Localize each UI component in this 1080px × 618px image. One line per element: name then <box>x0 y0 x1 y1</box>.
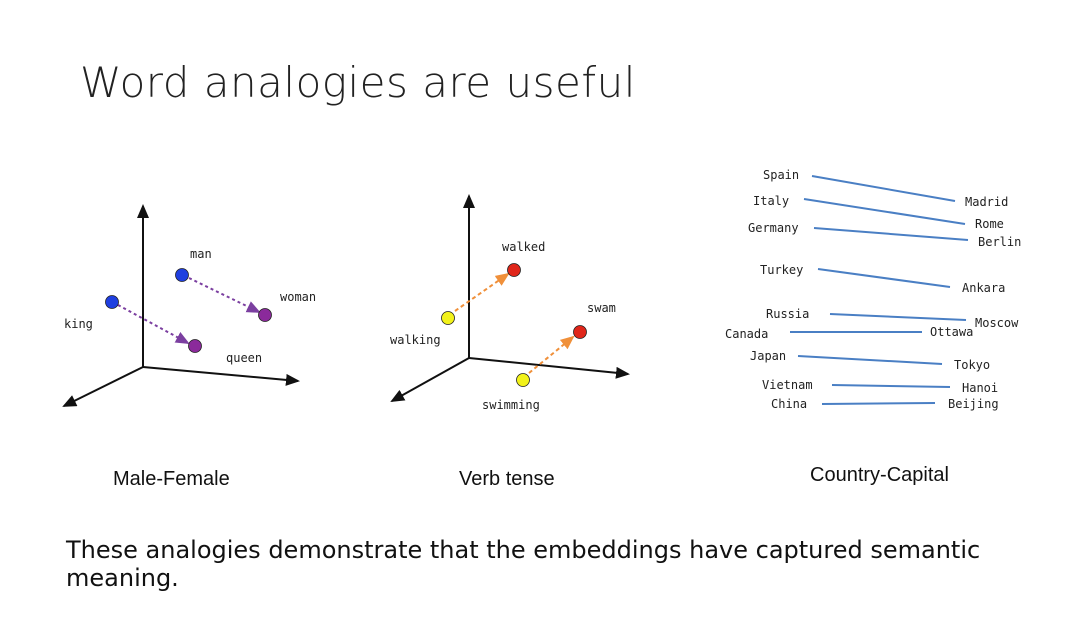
swam-label: swam <box>587 301 616 315</box>
swam-dot <box>573 325 587 339</box>
walked-dot <box>507 263 521 277</box>
russia-moscow-line <box>829 313 967 321</box>
capital-rome: Rome <box>975 217 1004 231</box>
vt-axis-x <box>468 357 630 379</box>
slide-title: Word analogies are useful <box>80 58 636 107</box>
swimming-label: swimming <box>482 398 540 412</box>
spain-madrid-line <box>811 175 956 202</box>
caption-country-capital: Country-Capital <box>810 464 949 486</box>
man-label: man <box>190 247 212 261</box>
king-label: king <box>64 317 93 331</box>
walking-dot <box>441 311 455 325</box>
capital-hanoi: Hanoi <box>962 381 998 395</box>
walked-label: walked <box>502 240 545 254</box>
walking-label: walking <box>390 333 441 347</box>
queen-label: queen <box>226 351 262 365</box>
woman-dot <box>258 308 272 322</box>
male-female-diagram: man woman king queen <box>62 204 316 407</box>
mf-axis-x <box>142 366 300 386</box>
king-queen-arrow <box>117 304 190 344</box>
germany-berlin-line <box>813 227 969 241</box>
caption-male-female: Male-Female <box>113 468 230 490</box>
queen-dot <box>188 339 202 353</box>
country-japan: Japan <box>750 349 786 363</box>
japan-tokyo-line <box>797 355 943 365</box>
country-turkey: Turkey <box>760 263 803 277</box>
country-spain: Spain <box>763 168 799 182</box>
woman-label: woman <box>280 290 316 304</box>
king-dot <box>105 295 119 309</box>
china-beijing-line <box>821 402 936 405</box>
country-vietnam: Vietnam <box>762 378 813 392</box>
capital-ankara: Ankara <box>962 281 1005 295</box>
capital-beijing: Beijing <box>948 397 999 411</box>
country-russia: Russia <box>766 307 809 321</box>
swimming-swam-arrow <box>528 335 575 374</box>
country-italy: Italy <box>753 194 789 208</box>
mf-axis-z <box>62 366 144 407</box>
country-germany: Germany <box>748 221 799 235</box>
turkey-ankara-line <box>817 268 951 288</box>
vt-axis-z <box>390 357 470 402</box>
capital-moscow: Moscow <box>975 316 1019 330</box>
italy-rome-line <box>803 198 966 225</box>
footer-text: These analogies demonstrate that the emb… <box>66 536 981 592</box>
verb-tense-diagram: walked swam walking swimming <box>390 194 630 412</box>
capital-berlin: Berlin <box>978 235 1021 249</box>
country-china: China <box>771 397 807 411</box>
man-woman-arrow <box>188 277 261 313</box>
swimming-dot <box>516 373 530 387</box>
capital-ottawa: Ottawa <box>930 325 973 339</box>
capital-tokyo: Tokyo <box>954 358 990 372</box>
walking-walked-arrow <box>454 272 510 312</box>
vietnam-hanoi-line <box>831 384 951 388</box>
country-canada: Canada <box>725 327 768 341</box>
country-capital-diagram: Spain Italy Germany Turkey Russia Canada… <box>725 168 1021 411</box>
caption-verb-tense: Verb tense <box>459 468 555 490</box>
man-dot <box>175 268 189 282</box>
capital-madrid: Madrid <box>965 195 1008 209</box>
